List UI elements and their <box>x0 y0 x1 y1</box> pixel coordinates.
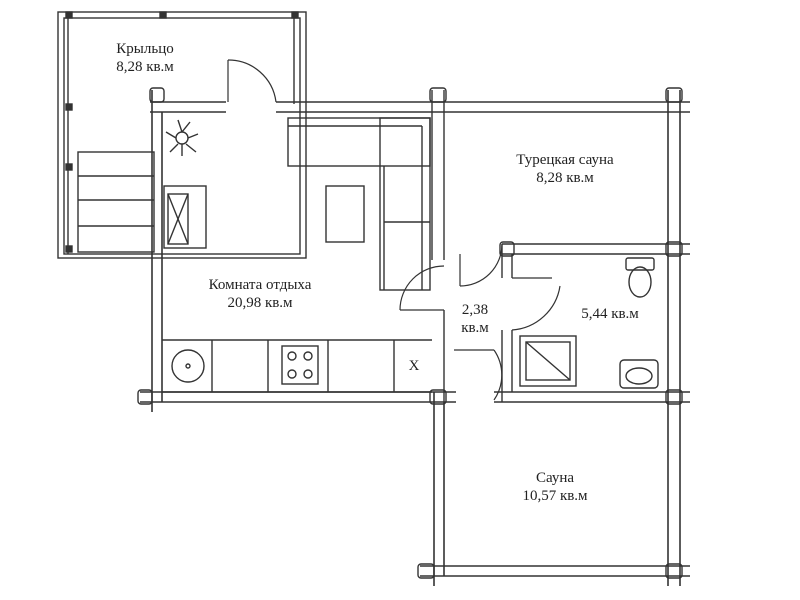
hall-area: кв.м <box>461 320 489 336</box>
lounge-name: Комната отдыха <box>208 277 312 293</box>
shower-area: 5,44 кв.м <box>581 306 639 322</box>
log-ends <box>137 87 683 579</box>
cooktop <box>281 345 319 385</box>
coffee-table <box>325 185 365 243</box>
sink <box>171 349 205 383</box>
shower-label: 5,44 кв.м <box>562 305 658 323</box>
sauna-label: Сауна 10,57 кв.м <box>500 469 610 505</box>
hall-label: 2,38 кв.м <box>448 301 502 337</box>
kitchen-counter <box>162 339 432 393</box>
porch-deck <box>57 11 307 259</box>
lounge-label: Комната отдыха 20,98 кв.м <box>190 276 330 312</box>
x-mark: X <box>408 358 420 374</box>
sauna-name: Сауна <box>535 470 575 486</box>
porch-area: 8,28 кв.м <box>116 59 174 75</box>
porch-name: Крыльцо <box>116 41 174 57</box>
turkish-sauna-label: Турецкая сауна 8,28 кв.м <box>500 151 630 187</box>
lounge-area: 20,98 кв.м <box>227 295 293 311</box>
toilet <box>625 257 655 298</box>
turkish-sauna-name: Турецкая сауна <box>516 152 614 168</box>
doors <box>227 59 561 401</box>
corner-sofa <box>287 117 431 291</box>
wash-basin <box>619 359 659 389</box>
inner-walls <box>431 90 690 403</box>
plant <box>165 119 199 156</box>
porch-label: Крыльцо 8,28 кв.м <box>90 40 200 76</box>
sauna-area: 10,57 кв.м <box>522 488 588 504</box>
turkish-sauna-area: 8,28 кв.м <box>536 170 594 186</box>
stove <box>163 185 207 249</box>
shower-tray <box>519 335 577 387</box>
porch-stairs <box>77 151 155 253</box>
hall-name: 2,38 <box>461 302 489 318</box>
